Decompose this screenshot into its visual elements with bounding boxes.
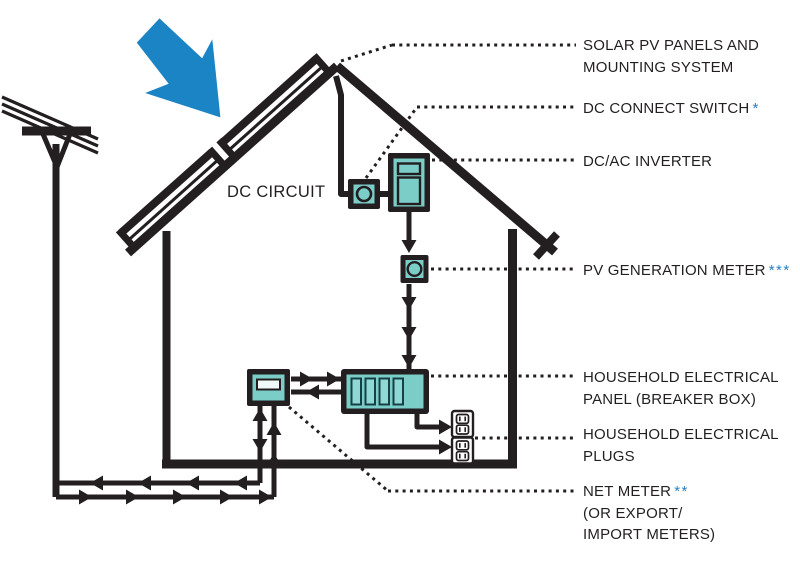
arrow-right bbox=[173, 489, 186, 505]
solar-panel-array bbox=[115, 53, 333, 251]
arrow-right bbox=[259, 489, 272, 505]
footnote-stars: *** bbox=[768, 262, 791, 279]
breaker-slot bbox=[378, 377, 390, 406]
breaker-slot bbox=[350, 377, 362, 406]
arrow-down bbox=[252, 439, 268, 452]
label-pv-generation-meter: PV GENERATION METER*** bbox=[583, 260, 791, 282]
label-dc-connect-switch: DC CONNECT SWITCH* bbox=[583, 98, 760, 120]
panel-inner-line bbox=[227, 64, 324, 152]
roof-right bbox=[334, 62, 558, 256]
arrow-right bbox=[327, 371, 340, 387]
meter-dial bbox=[406, 261, 423, 278]
label-line: SOLAR PV PANELS AND bbox=[583, 37, 760, 54]
panel-cap bbox=[311, 53, 333, 76]
dc-ac-inverter bbox=[388, 153, 430, 212]
label-line: IMPORT METERS) bbox=[583, 526, 716, 543]
arrow-down bbox=[401, 297, 417, 310]
footnote-stars: * bbox=[752, 100, 760, 117]
leader-lines bbox=[288, 43, 576, 493]
arrow-right bbox=[79, 489, 92, 505]
dc-circuit-label: DC CIRCUIT bbox=[227, 183, 326, 201]
breaker-box bbox=[341, 369, 429, 414]
arrow-right bbox=[439, 439, 452, 455]
meter-display bbox=[256, 378, 281, 391]
leader-solar-diagonal bbox=[340, 43, 393, 63]
arrow-up bbox=[266, 453, 282, 466]
label-line: HOUSEHOLD ELECTRICAL bbox=[583, 369, 779, 386]
panel-cap bbox=[216, 137, 238, 161]
net-meter bbox=[247, 369, 290, 406]
label-line: NET METER bbox=[583, 483, 672, 500]
arrow-right bbox=[439, 419, 452, 435]
footnote-stars: ** bbox=[674, 483, 689, 500]
arrow-right bbox=[300, 371, 313, 387]
label-line: HOUSEHOLD ELECTRICAL bbox=[583, 426, 779, 443]
wire-breaker-to-plug-top bbox=[414, 414, 448, 430]
label-line: DC/AC INVERTER bbox=[583, 153, 713, 170]
inverter-door bbox=[396, 176, 422, 206]
utility-pole bbox=[1, 95, 99, 497]
label-line: MOUNTING SYSTEM bbox=[583, 58, 734, 76]
breaker-slot bbox=[364, 377, 376, 406]
panel-edge bbox=[219, 55, 320, 146]
panel-cap bbox=[115, 227, 138, 251]
label-dc-ac-inverter: DC/AC INVERTER bbox=[583, 151, 715, 173]
arrow-down bbox=[401, 355, 417, 368]
inverter-display bbox=[396, 162, 422, 176]
label-solar-pv-panels: SOLAR PV PANELS AND MOUNTING SYSTEM bbox=[583, 35, 762, 78]
label-line: PANEL (BREAKER BOX) bbox=[583, 390, 757, 408]
outlet-top bbox=[450, 409, 475, 439]
arrow-left bbox=[90, 475, 103, 491]
sun-arrow-icon bbox=[136, 18, 221, 118]
electrical-plugs bbox=[450, 409, 475, 465]
label-household-electrical-plugs: HOUSEHOLD ELECTRICAL PLUGS bbox=[583, 424, 782, 467]
arrow-down bbox=[401, 327, 417, 340]
eave-cap-right bbox=[533, 231, 560, 260]
grid-wire bbox=[1, 102, 99, 148]
switch-dial bbox=[355, 185, 373, 203]
arrow-right bbox=[220, 489, 233, 505]
arrow-up bbox=[252, 408, 268, 421]
arrow-left bbox=[234, 475, 247, 491]
panel-cap bbox=[206, 146, 229, 170]
arrow-down bbox=[401, 240, 417, 253]
outlet-bottom bbox=[450, 436, 475, 465]
panel-inner-line bbox=[126, 157, 221, 242]
label-line: PLUGS bbox=[583, 447, 635, 465]
arrow-left bbox=[186, 475, 199, 491]
arrow-right bbox=[126, 489, 139, 505]
arrow-up bbox=[266, 422, 282, 435]
pv-generation-meter bbox=[400, 255, 429, 283]
panel-edge bbox=[118, 149, 215, 236]
label-household-electrical-panel: HOUSEHOLD ELECTRICAL PANEL (BREAKER BOX) bbox=[583, 367, 782, 410]
flow-arrowheads bbox=[79, 240, 452, 505]
arrow-left bbox=[306, 384, 319, 400]
wire-breaker-to-plug-bottom bbox=[364, 414, 448, 450]
label-net-meter: NET METER** (OR EXPORT/ IMPORT METERS) bbox=[583, 481, 715, 546]
label-line: (OR EXPORT/ bbox=[583, 504, 683, 522]
arrow-left bbox=[138, 475, 151, 491]
dc-connect-switch bbox=[348, 179, 380, 209]
label-line: PV GENERATION METER bbox=[583, 262, 766, 279]
wire-panel-to-switch bbox=[333, 75, 350, 197]
label-line: DC CONNECT SWITCH bbox=[583, 100, 750, 117]
breaker-slot bbox=[392, 377, 404, 406]
